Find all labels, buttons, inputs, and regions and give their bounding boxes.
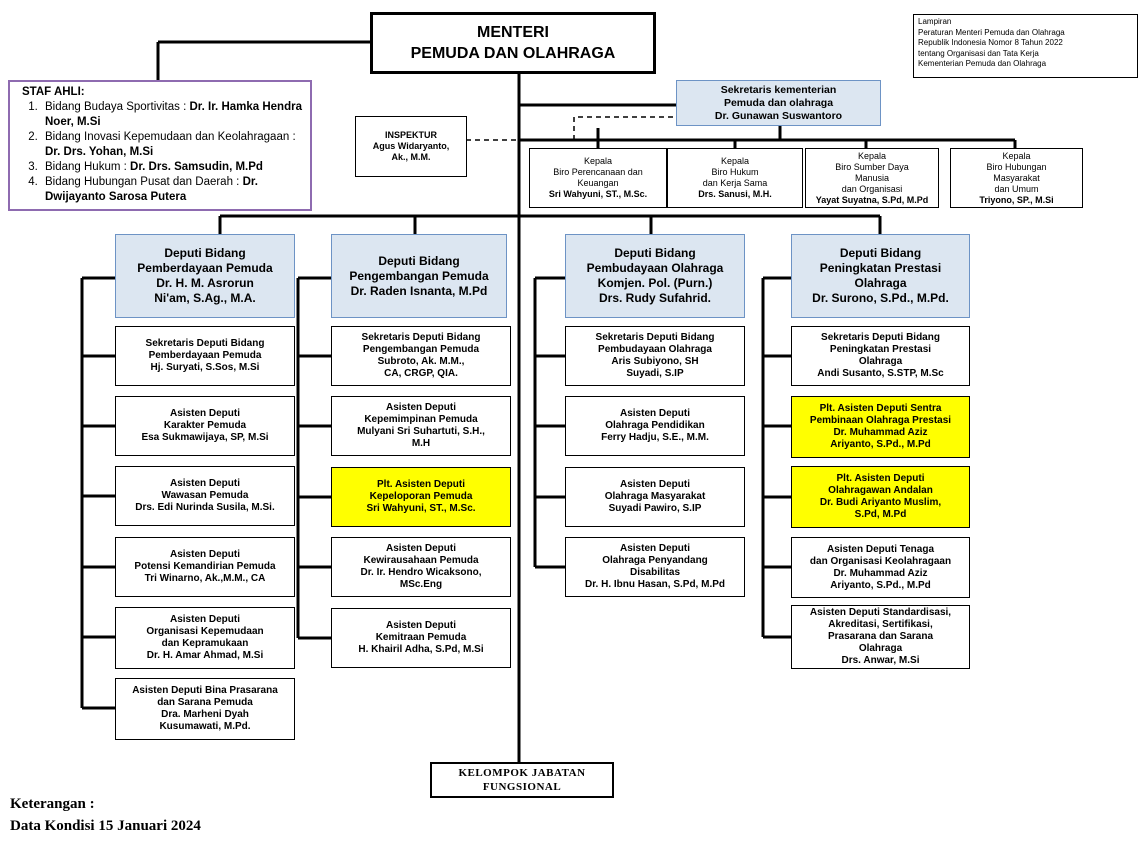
lampiran-line: tentang Organisasi dan Tata Kerja [918, 48, 1039, 58]
staf-ahli-item: Bidang Inovasi Kepemudaan dan Keolahraga… [41, 130, 304, 160]
unit-box: Asisten Deputi Kewirausahaan Pemuda Dr. … [331, 537, 511, 597]
lampiran-line: Kementerian Pemuda dan Olahraga [918, 59, 1047, 68]
biro-box: Kepala Biro Hubungan Masyarakat dan Umum… [950, 148, 1083, 208]
biro-box: Kepala Biro Perencanaan dan Keuangan Sri… [529, 148, 667, 208]
fungsional-box: KELOMPOK JABATAN FUNGSIONAL [430, 762, 614, 798]
lampiran-line: Republik Indonesia Nomor 8 Tahun 2022 [918, 38, 1063, 47]
unit-box: Sekretaris Deputi Bidang Pemberdayaan Pe… [115, 326, 295, 386]
unit-box: Asisten Deputi Kemitraan Pemuda H. Khair… [331, 608, 511, 668]
sekretaris-box: Sekretaris kementerian Pemuda dan olahra… [676, 80, 881, 126]
unit-box: Asisten Deputi Kepemimpinan Pemuda Mulya… [331, 396, 511, 456]
sekretaris-line: Sekretaris kementerian [720, 83, 837, 96]
unit-box: Asisten Deputi Olahraga Masyarakat Suyad… [565, 467, 745, 527]
unit-box: Asisten Deputi Organisasi Kepemudaan dan… [115, 607, 295, 669]
unit-box: Asisten Deputi Karakter Pemuda Esa Sukma… [115, 396, 295, 456]
staf-ahli-box: STAF AHLI: Bidang Budaya Sportivitas : D… [8, 80, 312, 211]
staf-ahli-list: Bidang Budaya Sportivitas : Dr. Ir. Hamk… [16, 100, 304, 205]
unit-box-highlighted: Plt. Asisten Deputi Olahragawan Andalan … [791, 466, 970, 528]
unit-box: Asisten Deputi Bina Prasarana dan Sarana… [115, 678, 295, 740]
minister-box: MENTERI PEMUDA DAN OLAHRAGA [370, 12, 656, 74]
minister-title: PEMUDA DAN OLAHRAGA [410, 45, 616, 62]
staf-ahli-title: STAF AHLI: [22, 86, 85, 98]
biro-box: Kepala Biro Sumber Daya Manusia dan Orga… [805, 148, 939, 208]
deputi-box: Deputi Bidang Pemberdayaan Pemuda Dr. H.… [115, 234, 295, 318]
inspektur-line: Agus Widaryanto, [372, 141, 450, 151]
lampiran-note: Lampiran Peraturan Menteri Pemuda dan Ol… [913, 14, 1138, 78]
unit-box: Sekretaris Deputi Bidang Peningkatan Pre… [791, 326, 970, 386]
deputi-box: Deputi Bidang Pengembangan Pemuda Dr. Ra… [331, 234, 507, 318]
inspektur-line: Ak., M.M. [391, 152, 431, 162]
inspektur-box: INSPEKTUR Agus Widaryanto, Ak., M.M. [355, 116, 467, 177]
lampiran-line: Peraturan Menteri Pemuda dan Olahraga [918, 27, 1065, 37]
keterangan-label: Keterangan : [10, 796, 95, 812]
staf-ahli-item: Bidang Hukum : Dr. Drs. Samsudin, M.Pd [41, 160, 304, 175]
biro-head-name: Drs. Sanusi, M.H. [698, 189, 772, 199]
biro-box: Kepala Biro Hukum dan Kerja Sama Drs. Sa… [667, 148, 803, 208]
unit-box: Asisten Deputi Standardisasi, Akreditasi… [791, 605, 970, 669]
unit-box: Sekretaris Deputi Bidang Pengembangan Pe… [331, 326, 511, 386]
unit-box-highlighted: Plt. Asisten Deputi Sentra Pembinaan Ola… [791, 396, 970, 458]
sekretaris-line: Dr. Gunawan Suswantoro [714, 109, 843, 122]
biro-head-name: Yayat Suyatna, S.Pd, M.Pd [815, 194, 929, 205]
minister-title: MENTERI [477, 24, 549, 41]
data-date: Data Kondisi 15 Januari 2024 [10, 818, 201, 834]
unit-box: Asisten Deputi Olahraga Penyandang Disab… [565, 537, 745, 597]
deputi-box: Deputi Bidang Peningkatan Prestasi Olahr… [791, 234, 970, 318]
staf-ahli-item: Bidang Budaya Sportivitas : Dr. Ir. Hamk… [41, 100, 304, 130]
biro-head-name: Sri Wahyuni, ST., M.Sc. [548, 189, 648, 199]
keterangan: Keterangan : Data Kondisi 15 Januari 202… [10, 793, 201, 837]
biro-head-name: Triyono, SP., M.Si [979, 194, 1054, 205]
inspektur-line: INSPEKTUR [384, 130, 437, 140]
unit-box: Asisten Deputi Potensi Kemandirian Pemud… [115, 537, 295, 597]
unit-box: Asisten Deputi Tenaga dan Organisasi Keo… [791, 537, 970, 598]
sekretaris-line: Pemuda dan olahraga [723, 96, 834, 109]
unit-box: Asisten Deputi Wawasan Pemuda Drs. Edi N… [115, 466, 295, 526]
lampiran-line: Lampiran [918, 17, 952, 26]
staf-ahli-item: Bidang Hubungan Pusat dan Daerah : Dr. D… [41, 175, 304, 205]
unit-box: Asisten Deputi Olahraga Pendidikan Ferry… [565, 396, 745, 456]
unit-box: Sekretaris Deputi Bidang Pembudayaan Ola… [565, 326, 745, 386]
deputi-box: Deputi Bidang Pembudayaan Olahraga Komje… [565, 234, 745, 318]
unit-box-highlighted: Plt. Asisten Deputi Kepeloporan Pemuda S… [331, 467, 511, 527]
